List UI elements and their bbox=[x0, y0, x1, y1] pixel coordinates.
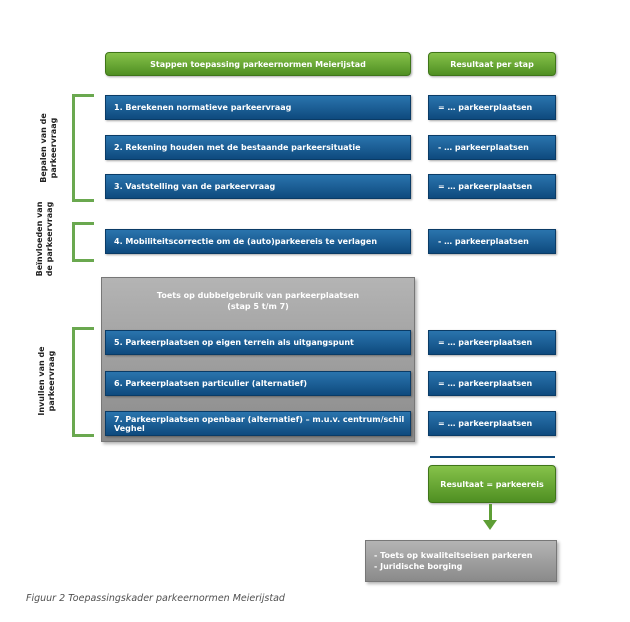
down-arrow-shaft bbox=[489, 504, 492, 522]
result-7: = … parkeerplaatsen bbox=[428, 411, 556, 436]
down-arrow-icon bbox=[483, 520, 497, 530]
result-1: = … parkeerplaatsen bbox=[428, 95, 556, 120]
total-separator-line bbox=[430, 456, 555, 458]
result-2: - … parkeerplaatsen bbox=[428, 135, 556, 160]
step-3: 3. Vaststelling van de parkeervraag bbox=[105, 174, 411, 199]
steps-header: Stappen toepassing parkeernormen Meierij… bbox=[105, 52, 411, 76]
step-4: 4. Mobiliteitscorrectie om de (auto)park… bbox=[105, 229, 411, 254]
result-3: = … parkeerplaatsen bbox=[428, 174, 556, 199]
result-header: Resultaat per stap bbox=[428, 52, 556, 76]
group-label-invullen: Invullen van de parkeervraag bbox=[37, 346, 56, 416]
bracket-invullen bbox=[72, 327, 94, 437]
group-label-beinvloeden: Beïnvloeden van de parkeervraag bbox=[35, 201, 54, 277]
step-2: 2. Rekening houden met de bestaande park… bbox=[105, 135, 411, 160]
final-result-box: Resultaat = parkeereis bbox=[428, 465, 556, 503]
group-label-bepalen: Bepalen van de parkeervraag bbox=[39, 113, 58, 183]
dubbelgebruik-title: Toets op dubbelgebruik van parkeerplaats… bbox=[156, 291, 360, 311]
result-5: = … parkeerplaatsen bbox=[428, 330, 556, 355]
step-1: 1. Berekenen normatieve parkeervraag bbox=[105, 95, 411, 120]
result-4: - … parkeerplaatsen bbox=[428, 229, 556, 254]
checks-box: - Toets op kwaliteitseisen parkeren - Ju… bbox=[365, 540, 557, 582]
bracket-bepalen bbox=[72, 94, 94, 202]
figure-caption: Figuur 2 Toepassingskader parkeernormen … bbox=[26, 593, 285, 604]
step-7: 7. Parkeerplaatsen openbaar (alternatief… bbox=[105, 411, 411, 436]
result-6: = … parkeerplaatsen bbox=[428, 371, 556, 396]
step-6: 6. Parkeerplaatsen particulier (alternat… bbox=[105, 371, 411, 396]
bracket-beinvloeden bbox=[72, 222, 94, 262]
step-5: 5. Parkeerplaatsen op eigen terrein als … bbox=[105, 330, 411, 355]
